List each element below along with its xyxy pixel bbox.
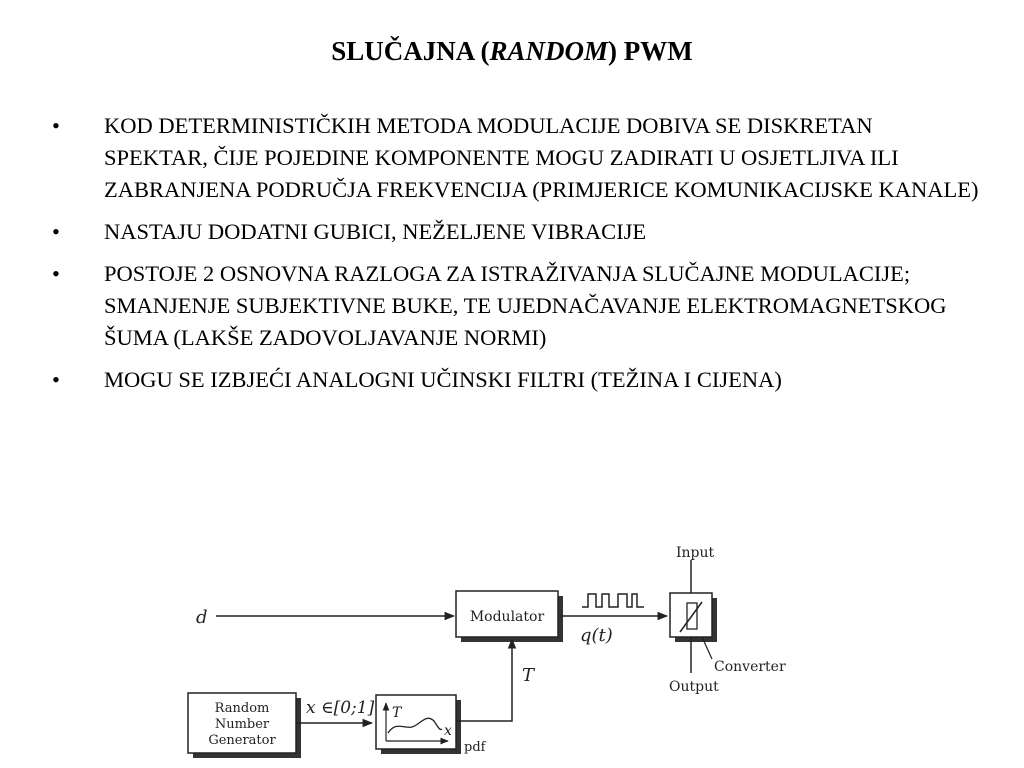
modulator-label: Modulator xyxy=(470,609,545,625)
rng-label-line-2: Number xyxy=(215,717,270,732)
input-label: Input xyxy=(676,545,715,561)
pwm-pulse-train-icon xyxy=(582,593,644,608)
pdf-to-modulator-arrow xyxy=(456,637,517,722)
period-t-label: T xyxy=(522,665,536,686)
bullet-text: POSTOJE 2 OSNOVNA RAZLOGA ZA ISTRAŽIVANJ… xyxy=(104,261,947,350)
pdf-label: pdf xyxy=(464,740,487,755)
bullet-symbol: • xyxy=(52,219,60,244)
rng-label-line-1: Random xyxy=(215,701,270,716)
pdf-axis-t-label: T xyxy=(392,705,403,721)
bullet-item-4: • MOGU SE IZBJEĆI ANALOGNI UČINSKI FILTR… xyxy=(52,364,982,396)
converter-label: Converter xyxy=(714,659,786,675)
random-pwm-block-diagram: d Modulator q(t) Input Output Converter … xyxy=(187,545,786,758)
signal-q-label: q(t) xyxy=(580,625,613,646)
pdf-axis-x-label: x xyxy=(444,723,452,739)
bullet-text: MOGU SE IZBJEĆI ANALOGNI UČINSKI FILTRI … xyxy=(104,367,782,392)
modulator-block xyxy=(455,590,559,638)
rng-block xyxy=(187,692,297,754)
bullet-symbol: • xyxy=(52,367,60,392)
bullet-list: • KOD DETERMINISTIČKIH METODA MODULACIJE… xyxy=(52,110,982,406)
bullet-item-2: • NASTAJU DODATNI GUBICI, NEŽELJENE VIBR… xyxy=(52,216,982,248)
slide-title: SLUČAJNA (RANDOM) PWM xyxy=(0,36,1024,67)
bullet-symbol: • xyxy=(52,113,60,138)
title-suffix: ) PWM xyxy=(608,36,693,66)
title-italic: RANDOM xyxy=(489,36,609,66)
bullet-symbol: • xyxy=(52,261,60,286)
rng-label-line-3: Generator xyxy=(208,733,276,748)
bullet-text: NASTAJU DODATNI GUBICI, NEŽELJENE VIBRAC… xyxy=(104,219,647,244)
converter-label-leader xyxy=(701,636,713,660)
bullet-item-3: • POSTOJE 2 OSNOVNA RAZLOGA ZA ISTRAŽIVA… xyxy=(52,258,982,354)
output-label: Output xyxy=(669,679,719,695)
title-prefix: SLUČAJNA ( xyxy=(331,36,490,66)
x-range-label: x ∈[0;1] xyxy=(306,698,375,718)
pdf-curve xyxy=(387,717,443,734)
bullet-text: KOD DETERMINISTIČKIH METODA MODULACIJE D… xyxy=(104,113,979,202)
input-d-label: d xyxy=(196,607,208,628)
converter-block xyxy=(669,592,713,638)
switch-icon-frame xyxy=(686,602,698,630)
bullet-item-1: • KOD DETERMINISTIČKIH METODA MODULACIJE… xyxy=(52,110,982,206)
switch-icon xyxy=(679,601,703,633)
